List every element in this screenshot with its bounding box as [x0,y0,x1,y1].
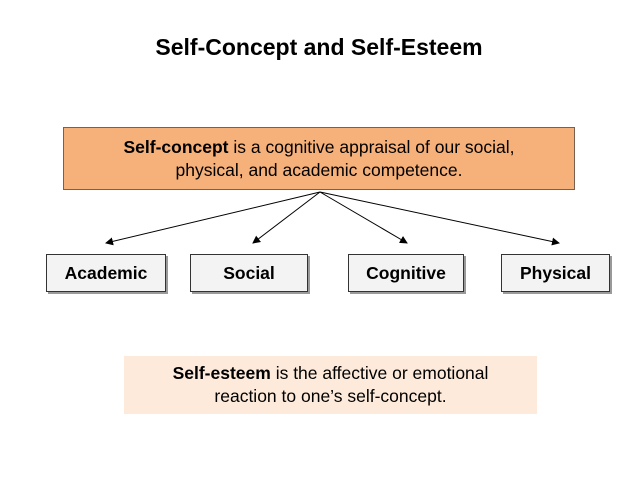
self-esteem-definition-part-1: is the affective or emotional [270,363,489,383]
self-concept-definition-part-1: is a cognitive appraisal of our social, [228,137,515,157]
self-esteem-box: Self-esteem is the affective or emotiona… [124,356,537,414]
self-concept-box: Self-concept is a cognitive appraisal of… [63,127,575,190]
category-social: Social [190,254,308,292]
self-concept-term: Self-concept [123,137,229,157]
page-title: Self-Concept and Self-Esteem [155,34,483,60]
self-concept-line-1: Self-concept is a cognitive appraisal of… [64,136,574,159]
category-academic: Academic [46,254,166,292]
self-esteem-line-1: Self-esteem is the affective or emotiona… [124,362,537,385]
category-physical: Physical [501,254,610,292]
self-esteem-definition-part-2: reaction to one’s self-concept. [214,386,447,406]
arrow-to-academic [105,191,321,246]
arrow-to-social [252,191,321,244]
arrow-to-physical [319,191,560,246]
self-esteem-term: Self-esteem [172,363,271,383]
arrow-to-cognitive [319,191,408,244]
category-cognitive: Cognitive [348,254,464,292]
self-concept-definition-part-2: physical, and academic competence. [175,160,463,180]
